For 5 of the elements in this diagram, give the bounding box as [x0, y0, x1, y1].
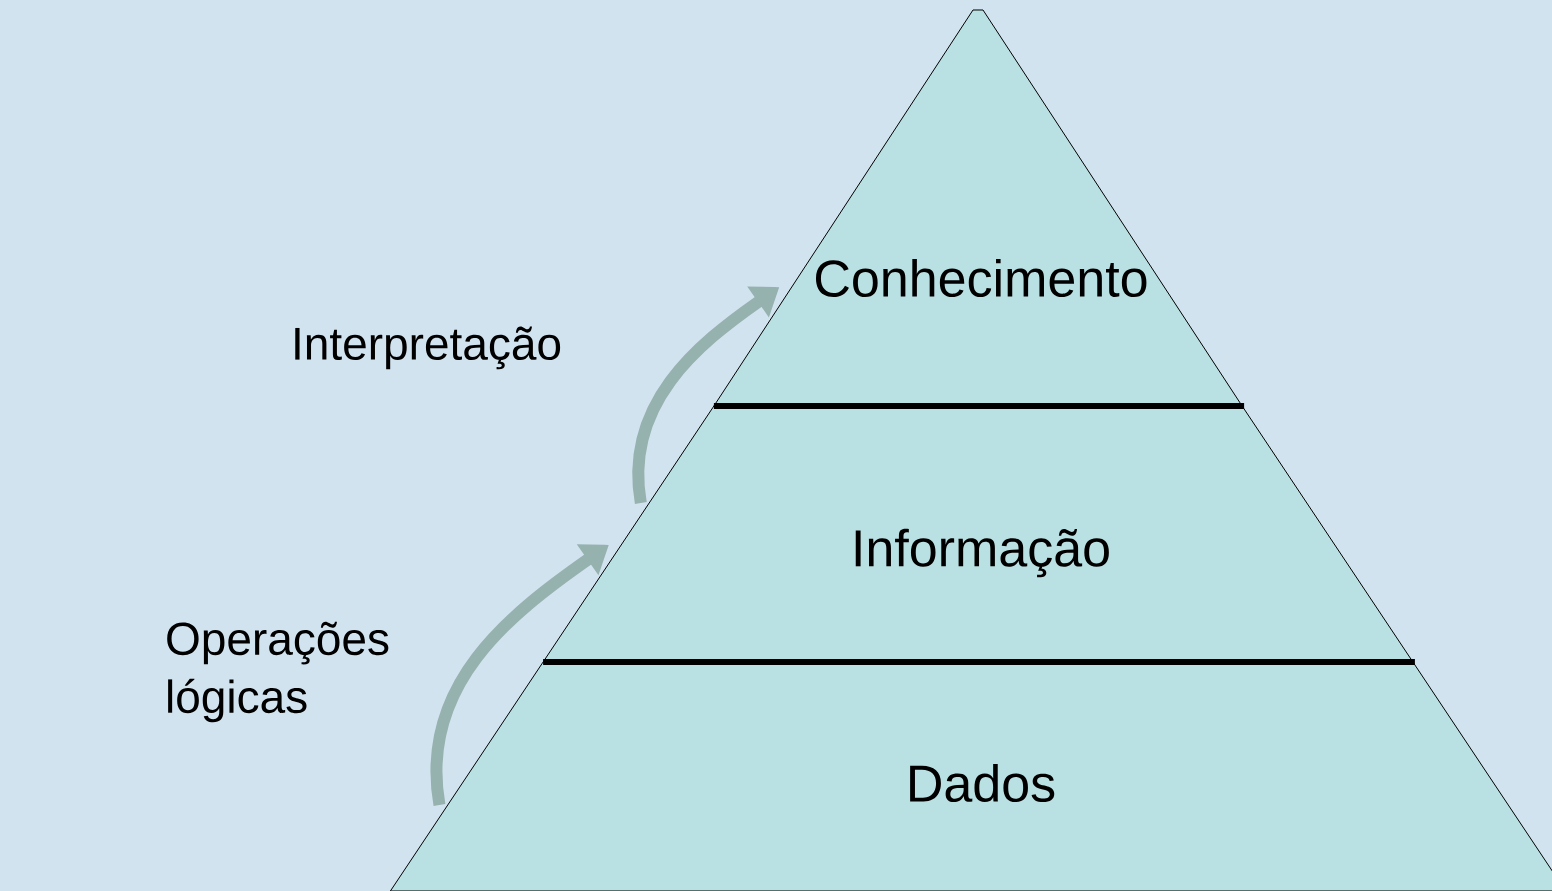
edge-label: Interpretação: [295, 326, 561, 370]
pyramid-level: Conhecimento: [713, 9, 1243, 407]
pyramid-level: Dados: [389, 661, 1552, 891]
pyramid-level: Informação: [542, 405, 1414, 663]
edge-label: Operações lógicas: [167, 621, 389, 723]
